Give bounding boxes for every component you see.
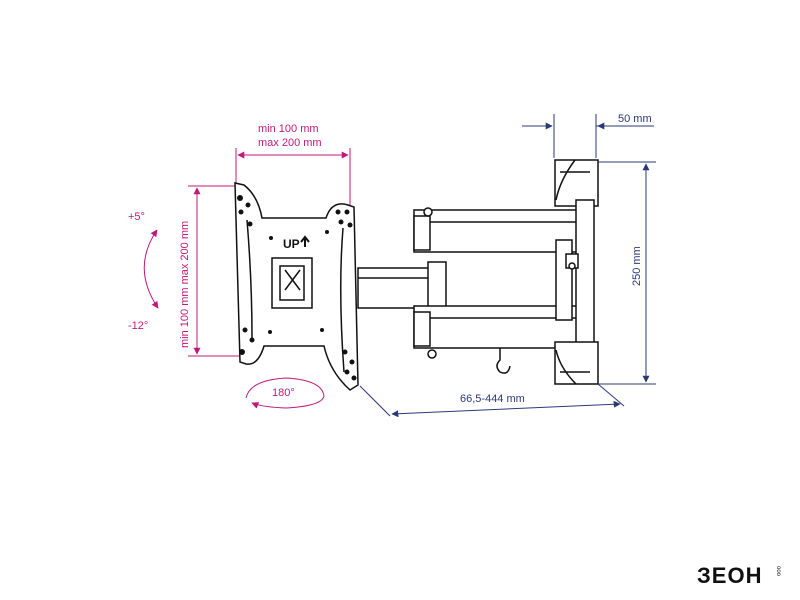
wall-plate-width-label: 50 mm bbox=[618, 113, 652, 125]
tv-mounting-plate: UP bbox=[234, 182, 359, 391]
vesa-width-min-label: min 100 mm bbox=[258, 123, 319, 135]
vesa-height-dimension: min 100 mm max 200 mm bbox=[179, 185, 244, 357]
vesa-height-label: min 100 mm max 200 mm bbox=[179, 221, 191, 348]
extension-label: 66,5-444 mm bbox=[460, 393, 525, 405]
wall-plate-height-dimension: 250 mm bbox=[598, 161, 656, 385]
rotation-label: 180° bbox=[272, 387, 295, 399]
tilt-down-label: -12° bbox=[128, 320, 148, 332]
brand-sub: ооо bbox=[775, 566, 781, 577]
up-arrow-icon bbox=[300, 235, 310, 247]
brand-name: ЗЕОН bbox=[697, 563, 762, 588]
extension-dimension: 66,5-444 mm bbox=[359, 383, 625, 418]
tilt-range-indicator: +5° -12° bbox=[128, 211, 159, 332]
wall-plate bbox=[554, 159, 599, 385]
vesa-holes bbox=[237, 195, 357, 381]
vesa-width-max-label: max 200 mm bbox=[258, 137, 322, 149]
wall-plate-height-label: 250 mm bbox=[631, 246, 643, 286]
up-marking: UP bbox=[283, 237, 300, 251]
vesa-width-dimension: min 100 mm max 200 mm bbox=[235, 123, 351, 205]
tilt-up-label: +5° bbox=[128, 211, 145, 223]
brand-logo: ЗЕОН ооо bbox=[697, 563, 781, 588]
wall-plate-width-dimension: 50 mm bbox=[522, 113, 654, 158]
rotation-indicator: 180° bbox=[245, 377, 325, 409]
articulating-arm bbox=[357, 207, 585, 374]
